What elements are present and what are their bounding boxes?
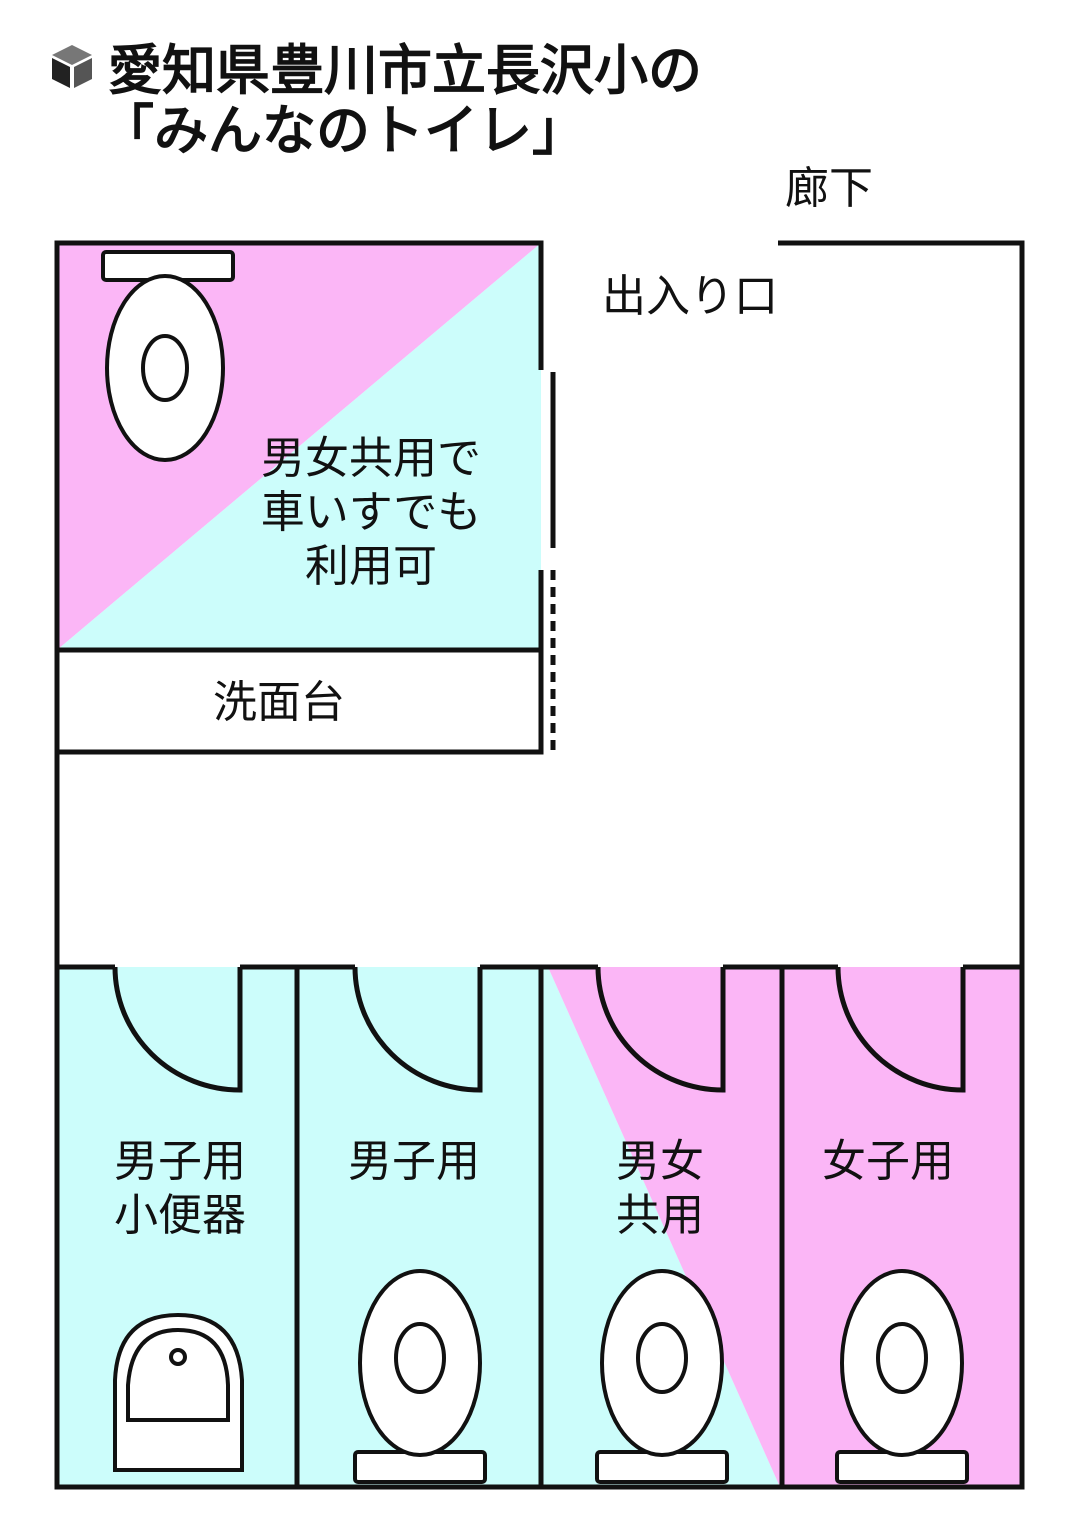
cube-icon [52,45,92,88]
label-line: 男女 [616,1136,704,1187]
accessible-room-male-area [57,243,541,650]
stall-urinal-label: 男子用 小便器 [100,1135,260,1243]
toilet-icon [353,1269,487,1484]
toilet-icon [595,1269,729,1484]
label-line: 車いすでも [260,487,482,538]
toilet-icon [101,250,235,462]
label-line: 男女共用で [261,433,481,484]
title-line-2: 「みんなのトイレ」 [100,99,586,162]
sink-label: 洗面台 [213,677,345,728]
entrance-label: 出入り口 [602,271,778,322]
corridor-label: 廊下 [785,163,873,214]
accessible-room-label: 男女共用で 車いすでも 利用可 [236,432,506,594]
stall-female-label: 女子用 [822,1136,954,1187]
label-line: 男子用 [114,1136,246,1187]
stall-doors [112,966,966,1093]
title-line-1: 愛知県豊川市立長沢小の [108,39,702,102]
sink-counter [54,647,544,755]
walls [54,240,1025,1490]
label-line: 利用可 [305,541,437,592]
label-line: 共用 [616,1190,704,1241]
stall-unisex-label: 男女 共用 [600,1135,720,1243]
label-line: 小便器 [114,1190,246,1241]
urinal-icon [113,1312,244,1472]
toilet-icon [835,1269,969,1484]
stall-male-label: 男子用 [348,1136,480,1187]
